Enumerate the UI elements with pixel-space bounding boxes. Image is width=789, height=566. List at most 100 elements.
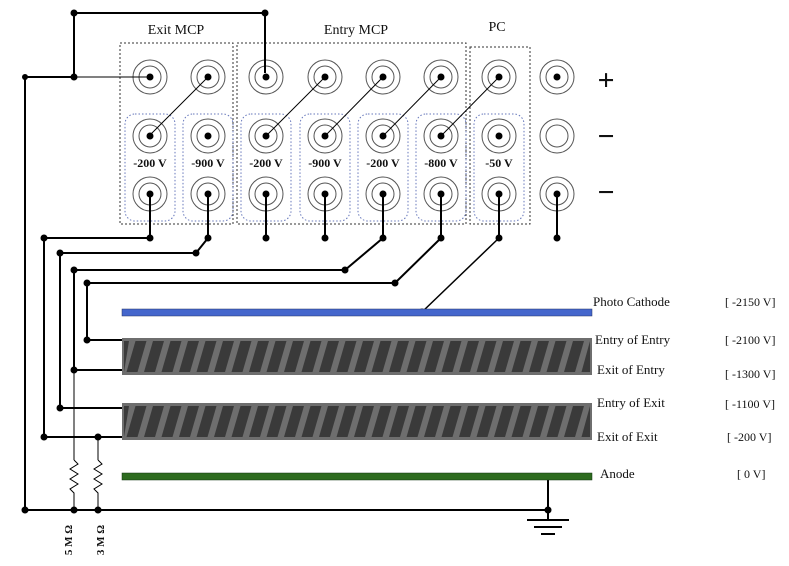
layer-voltage-photocathode: [ -2150 V] <box>725 295 775 309</box>
entry-mcp-box <box>236 42 467 225</box>
junction-dot <box>495 234 503 242</box>
polarity-minus-1: − <box>597 120 614 153</box>
mcp-channel <box>161 406 182 437</box>
mcp-channel <box>161 341 182 372</box>
layer-name-entry-of-exit: Entry of Exit <box>597 395 665 410</box>
layer-name-entry-of-entry: Entry of Entry <box>595 332 671 347</box>
mcp-channel <box>354 406 374 437</box>
mcp-channel <box>494 341 514 372</box>
mcp-channel <box>564 341 584 372</box>
junction-dot <box>261 9 269 17</box>
mcp-channel <box>546 341 567 372</box>
mcp-channel <box>179 406 199 437</box>
mcp-channel <box>319 406 339 437</box>
layer-name-exit-of-exit: Exit of Exit <box>597 429 658 444</box>
top-bus-wire <box>73 12 266 77</box>
mcp-channel <box>284 406 304 437</box>
photocathode-bar <box>121 308 593 317</box>
ground-icon <box>527 519 569 535</box>
mcp-channel <box>249 341 269 372</box>
mcp-channel <box>266 341 287 372</box>
resistor-3m-label: 3 M Ω <box>95 525 107 555</box>
junction-dot <box>544 506 552 514</box>
junction-dot <box>56 249 64 257</box>
wiring <box>24 12 558 520</box>
supply-outline-5 <box>357 113 409 222</box>
mcp-channel <box>581 341 590 372</box>
mcp-channel <box>284 341 304 372</box>
mcp-channel <box>529 341 549 372</box>
resistor-5m-label: 5 M Ω <box>63 525 75 555</box>
mcp-channel <box>424 406 444 437</box>
connector-jack <box>481 118 517 154</box>
supply-outlines <box>124 113 525 222</box>
connector-grid <box>132 59 575 212</box>
layer-voltage-exit-of-exit: [ -200 V] <box>727 430 771 444</box>
mcp-channel <box>371 341 392 372</box>
supply-outline-1 <box>124 113 176 222</box>
connector-jack <box>190 118 226 154</box>
junction-dot <box>70 9 78 17</box>
supply-outline-4 <box>299 113 351 222</box>
wire-photocathode <box>421 237 500 313</box>
anode-bar <box>121 472 593 481</box>
connector-jack <box>132 118 168 154</box>
series-link-2 <box>265 76 326 137</box>
junction-dot <box>94 506 102 514</box>
junction-dot <box>70 366 78 374</box>
pc-label: PC <box>488 20 505 35</box>
mcp-channel <box>124 406 129 437</box>
junction-dot <box>40 234 48 242</box>
mcp-channel <box>301 406 322 437</box>
junction-dot <box>192 249 200 257</box>
resistor-5m-zigzag <box>69 459 79 510</box>
junction-dot <box>83 336 91 344</box>
supply-outline-7 <box>473 113 525 222</box>
mcp-channel <box>511 406 532 437</box>
mcp-channel <box>231 406 252 437</box>
mcp-channel <box>301 341 322 372</box>
resistor-3m-zigzag <box>93 459 103 510</box>
mcp-channel <box>196 406 217 437</box>
junction-dot <box>437 234 445 242</box>
layer-voltage-entry-of-exit: [ -1100 V] <box>725 397 775 411</box>
mcp-channel <box>214 341 234 372</box>
mcp-channel <box>459 341 479 372</box>
supply-voltage-3: -200 V <box>249 156 283 170</box>
junction-dot <box>70 266 78 274</box>
layer-voltage-anode: [ 0 V] <box>737 467 765 481</box>
series-link-4 <box>382 76 442 137</box>
ground-bus-wire <box>25 476 549 511</box>
supply-voltage-2: -900 V <box>191 156 225 170</box>
mcp-channel <box>371 406 392 437</box>
mcp-channel <box>564 406 584 437</box>
supply-voltage-5: -200 V <box>366 156 400 170</box>
exit-mcp-label: Exit MCP <box>148 23 205 38</box>
series-link-3 <box>324 76 384 137</box>
entry-mcp-label: Entry MCP <box>324 23 388 38</box>
layer-voltage-entry-of-entry: [ -2100 V] <box>725 333 775 347</box>
connector-jack <box>539 59 575 95</box>
layer-name-anode: Anode <box>600 466 635 481</box>
polarity-minus-2: − <box>597 176 614 209</box>
supply-voltage-7: -50 V <box>485 156 513 170</box>
layer-name-photocathode: Photo Cathode <box>593 294 670 309</box>
mcp-channel <box>476 406 497 437</box>
mcp-channel <box>389 406 409 437</box>
mcp-channel <box>179 341 199 372</box>
junction-dot <box>146 234 154 242</box>
mcp-channel <box>581 406 590 437</box>
mcp-channel <box>336 406 357 437</box>
exit-mcp-box <box>119 42 234 225</box>
mcp-channel <box>126 406 147 437</box>
mcp-channel <box>441 406 462 437</box>
junction-dot <box>22 74 28 80</box>
series-link-5 <box>440 76 500 137</box>
connector-jack <box>248 59 284 95</box>
mcp-channel <box>354 341 374 372</box>
junction-dot <box>341 266 349 274</box>
mcp-channel <box>459 406 479 437</box>
supply-voltage-1: -200 V <box>133 156 167 170</box>
